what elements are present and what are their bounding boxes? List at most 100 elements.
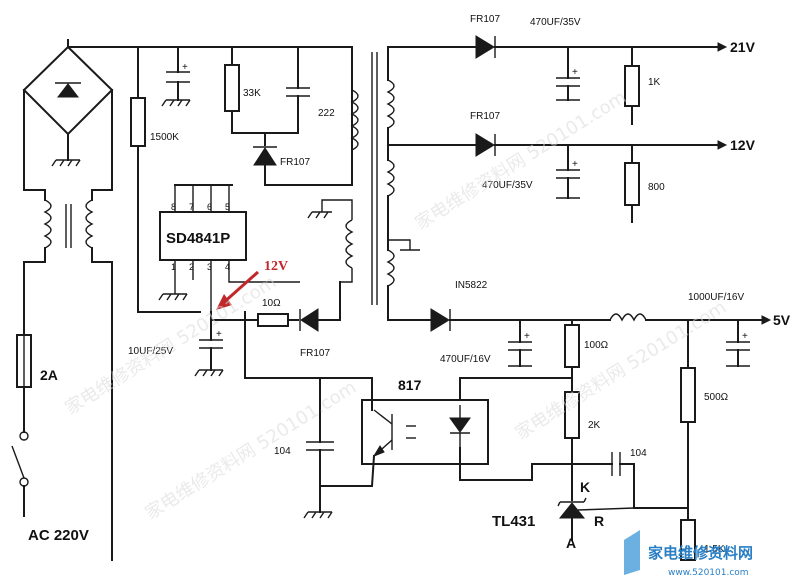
r500-label: 500Ω xyxy=(704,392,729,403)
r2k-label: 2K xyxy=(588,420,601,431)
secondary-winding xyxy=(386,79,395,287)
r-bot-label: 1.5K xyxy=(704,544,725,555)
output-arrow xyxy=(717,140,728,150)
svg-text:+: + xyxy=(572,67,578,78)
bulk-capacitor: + xyxy=(161,46,191,107)
logo-cn: 家电维修资料网 xyxy=(648,544,753,562)
wire xyxy=(264,46,353,186)
c5a-label: 470UF/16V xyxy=(440,354,491,365)
aux-winding xyxy=(307,199,354,283)
output-inductor xyxy=(609,313,647,322)
pin-label-5: 5 xyxy=(225,202,230,212)
wire xyxy=(459,366,573,406)
capacitor-470uf-12v: + xyxy=(556,144,580,199)
wire xyxy=(137,145,201,313)
svg-text:+: + xyxy=(216,329,222,340)
optocoupler-817 xyxy=(361,399,489,465)
svg-text:+: + xyxy=(182,62,188,73)
c21-label: 470UF/35V xyxy=(530,17,581,28)
resistor-33k xyxy=(224,64,240,112)
fuse-2a xyxy=(16,334,32,388)
opto-label: 817 xyxy=(398,377,422,393)
pin-r-label: R xyxy=(594,513,604,529)
logo-url: www.520101.com xyxy=(668,568,749,578)
pin-label-8: 8 xyxy=(171,202,176,212)
output-arrow xyxy=(761,315,772,325)
wire xyxy=(91,89,113,201)
ic-sd4841p xyxy=(159,211,247,261)
c-vcc-label: 10UF/25V xyxy=(128,346,173,357)
annotation-12v: 12V xyxy=(264,259,288,274)
pin-label-7: 7 xyxy=(189,202,194,212)
d-snub-label: FR107 xyxy=(280,157,310,168)
bridge-rectifier xyxy=(22,39,114,167)
ic-label: SD4841P xyxy=(166,230,230,247)
pin-label-3: 3 xyxy=(207,262,212,272)
tl431-label: TL431 xyxy=(492,513,535,530)
wire xyxy=(91,247,113,561)
site-logo: 家电维修资料网 www.520101.com xyxy=(624,530,753,578)
capacitor-1000uf: + xyxy=(726,319,750,367)
resistor-500ohm xyxy=(680,367,696,423)
svg-text:+: + xyxy=(742,331,748,342)
pin-k-label: K xyxy=(580,479,590,495)
out-5v-label: 5V xyxy=(773,312,791,328)
wire xyxy=(317,281,341,321)
d21-label: FR107 xyxy=(470,14,500,25)
wire xyxy=(459,447,573,481)
svg-text:+: + xyxy=(572,159,578,170)
pin-label-4: 4 xyxy=(225,262,230,272)
tl431-regulator xyxy=(557,497,635,541)
capacitor-470uf-16v: + xyxy=(508,319,532,367)
pin-a-label: A xyxy=(566,535,576,551)
resistor-10ohm xyxy=(257,313,289,327)
c12-label: 470UF/35V xyxy=(482,180,533,191)
wire xyxy=(619,463,635,509)
ground-symbol xyxy=(194,369,224,377)
diode-fr107-snubber xyxy=(253,146,277,166)
c-opto-label: 104 xyxy=(274,446,291,457)
diode-in5822 xyxy=(430,308,451,332)
opto-led xyxy=(449,405,471,448)
wire xyxy=(319,454,376,487)
capacitor-222 xyxy=(286,87,310,97)
r-vcc-label: 10Ω xyxy=(262,298,281,309)
d-vcc-label: FR107 xyxy=(300,348,330,359)
pin-label-6: 6 xyxy=(207,202,212,212)
resistor-800 xyxy=(624,162,640,206)
red-arrow xyxy=(216,270,259,310)
diode-fr107-vcc xyxy=(299,308,319,332)
capacitor-470uf-21v: + xyxy=(556,46,580,101)
pin-label-1: 1 xyxy=(171,262,176,272)
fuse-label: 2A xyxy=(40,367,58,383)
r-start-label: 1500K xyxy=(150,132,179,143)
r100-label: 100Ω xyxy=(584,340,609,351)
diode-fr107-21v xyxy=(475,35,496,59)
r-snub-label: 33K xyxy=(243,88,261,99)
resistor-1500k xyxy=(130,97,146,147)
r21-label: 1K xyxy=(648,77,661,88)
ground-symbol xyxy=(158,293,188,301)
wire xyxy=(388,239,411,250)
wire xyxy=(23,89,46,201)
wire xyxy=(244,311,373,411)
d5-label: IN5822 xyxy=(455,280,488,291)
resistor-1-5k xyxy=(680,519,696,561)
c5b-label: 1000UF/16V xyxy=(688,292,744,303)
ac-input-label: AC 220V xyxy=(28,527,89,544)
diode-fr107-12v xyxy=(475,133,496,157)
svg-text:+: + xyxy=(524,331,530,342)
capacitor-104-feedback xyxy=(611,452,621,476)
out-12v-label: 12V xyxy=(730,137,756,153)
primary-winding xyxy=(350,89,359,151)
line-filter-choke xyxy=(43,199,94,249)
wire xyxy=(231,110,299,134)
pin-label-2: 2 xyxy=(189,262,194,272)
power-switch xyxy=(11,431,29,487)
resistor-100ohm xyxy=(564,324,580,368)
d12-label: FR107 xyxy=(470,111,500,122)
capacitor-104-opto xyxy=(306,441,334,451)
watermark-text: 家电维修资料网 520101.com xyxy=(412,87,631,234)
ground-symbol xyxy=(303,511,333,519)
